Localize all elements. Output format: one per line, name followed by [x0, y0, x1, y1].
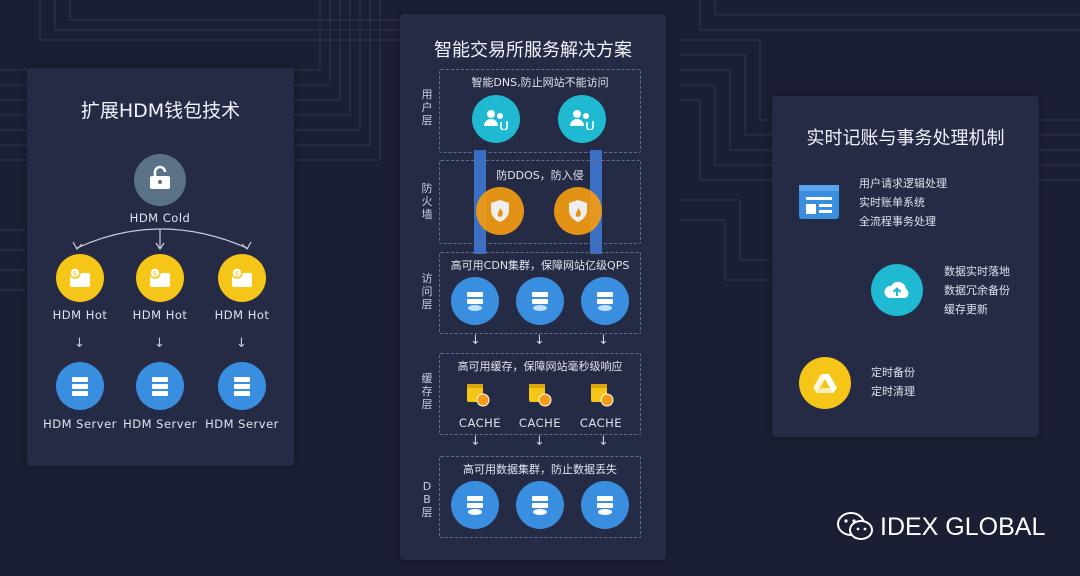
cache-icon — [529, 384, 552, 407]
layer-label-firewall: 防火墙 — [421, 182, 433, 221]
database-icon — [597, 496, 613, 515]
cdn-node-1 — [451, 277, 499, 325]
accounting-item: 实时账单系统 — [859, 196, 925, 209]
cdn-node-3 — [581, 277, 629, 325]
down-arrow: ↓ — [534, 333, 545, 348]
cdn-server-icon — [532, 292, 548, 311]
accounting-item: 数据实时落地 — [944, 265, 1010, 278]
firewall-node-1 — [476, 187, 524, 235]
cdn-node-2 — [516, 277, 564, 325]
server-icon — [234, 377, 250, 396]
down-arrow: ↓ — [598, 434, 609, 449]
svg-text:$: $ — [235, 270, 239, 278]
backup-node — [799, 357, 851, 409]
hdm-cold-label: HDM Cold — [129, 211, 191, 225]
cdn-server-icon — [597, 292, 613, 311]
users-icon — [570, 110, 594, 130]
wallet-lock-icon — [150, 165, 170, 189]
users-icon — [484, 110, 508, 130]
hdm-hot-label-2: HDM Hot — [132, 308, 188, 322]
accounting-item: 定时备份 — [871, 366, 915, 379]
shield-fire-icon — [569, 200, 587, 222]
db-layer-caption: 高可用数据集群，防止数据丢失 — [463, 463, 617, 476]
accounting-group-1: 用户请求逻辑处理 实时账单系统 全流程事务处理 — [859, 174, 947, 231]
user-node-1 — [472, 95, 520, 143]
down-arrow: ↓ — [470, 434, 481, 449]
hdm-hot-label-3: HDM Hot — [214, 308, 270, 322]
down-arrow: ↓ — [154, 336, 165, 351]
database-icon — [467, 496, 483, 515]
db-layer-box: 高可用数据集群，防止数据丢失 — [439, 456, 641, 538]
down-arrow: ↓ — [74, 336, 85, 351]
cache-layer-caption: 高可用缓存，保障网站毫秒级响应 — [457, 360, 623, 373]
hdm-panel-title: 扩展HDM钱包技术 — [80, 100, 241, 122]
database-icon — [532, 496, 548, 515]
down-arrow: ↓ — [598, 333, 609, 348]
firewall-node-2 — [554, 187, 602, 235]
cache-layer-box: 高可用缓存，保障网站毫秒级响应 CACHE CACHE CACHE — [439, 353, 641, 435]
cloud-upload-node — [871, 264, 923, 316]
user-node-2 — [558, 95, 606, 143]
svg-text:$: $ — [73, 270, 77, 278]
server-icon — [152, 377, 168, 396]
wechat-icon — [837, 512, 873, 540]
wallet-coin-icon: $ — [231, 267, 252, 287]
realtime-accounting-panel: 实时记账与事务处理机制 用户请求逻辑处理 实时账单系统 全流程事务处理 数据实时… — [772, 96, 1039, 437]
accounting-item: 定时清理 — [871, 385, 915, 398]
brand-name: IDEX GLOBAL — [880, 513, 1046, 541]
layer-label-access: 访问层 — [421, 272, 433, 311]
drive-icon — [813, 374, 837, 393]
bill-icon — [799, 185, 839, 219]
hdm-wallet-panel: 扩展HDM钱包技术 HDM Cold $ $ $ HDM Hot HDM Hot… — [27, 68, 294, 466]
wallet-coin-icon: $ — [149, 267, 170, 287]
cache-label-2: CACHE — [518, 416, 562, 430]
accounting-item: 缓存更新 — [944, 303, 988, 316]
cache-label-1: CACHE — [458, 416, 502, 430]
hdm-server-label-3: HDM Server — [205, 417, 279, 431]
accounting-group-3: 定时备份 定时清理 — [871, 363, 915, 401]
svg-text:$: $ — [153, 270, 157, 278]
firewall-layer-box: 防DDOS，防入侵 — [439, 160, 641, 244]
down-arrow: ↓ — [534, 434, 545, 449]
down-arrow: ↓ — [470, 333, 481, 348]
cache-icon — [591, 384, 614, 407]
hdm-server-label-1: HDM Server — [43, 417, 117, 431]
cache-icon — [467, 384, 490, 407]
cache-label-3: CACHE — [579, 416, 623, 430]
hdm-hot-node-2: $ — [136, 254, 184, 302]
hdm-server-node-1 — [56, 362, 104, 410]
solution-panel-title: 智能交易所服务解决方案 — [434, 40, 632, 61]
cdn-server-icon — [467, 292, 483, 311]
access-layer-box: 高可用CDN集群，保障网站亿级QPS — [439, 252, 641, 334]
hdm-server-node-2 — [136, 362, 184, 410]
access-layer-caption: 高可用CDN集群，保障网站亿级QPS — [450, 259, 630, 272]
shield-fire-icon — [491, 200, 509, 222]
hdm-server-label-2: HDM Server — [123, 417, 197, 431]
db-node-3 — [581, 481, 629, 529]
db-node-1 — [451, 481, 499, 529]
hdm-server-node-3 — [218, 362, 266, 410]
layer-label-cache: 缓存层 — [421, 372, 433, 411]
accounting-group-2: 数据实时落地 数据冗余备份 缓存更新 — [944, 262, 1010, 319]
server-icon — [72, 377, 88, 396]
hdm-cold-node — [134, 154, 186, 206]
user-layer-box: 智能DNS,防止网站不能访问 — [439, 69, 641, 153]
cloud-upload-icon — [884, 281, 909, 298]
hdm-hot-node-1: $ — [56, 254, 104, 302]
down-arrow: ↓ — [236, 336, 247, 351]
wallet-coin-icon: $ — [69, 267, 90, 287]
hdm-hot-label-1: HDM Hot — [52, 308, 108, 322]
layer-label-user: 用户层 — [421, 88, 433, 127]
hdm-hot-node-3: $ — [218, 254, 266, 302]
accounting-panel-title: 实时记账与事务处理机制 — [806, 128, 1005, 149]
accounting-item: 用户请求逻辑处理 — [859, 177, 947, 190]
db-node-2 — [516, 481, 564, 529]
user-layer-caption: 智能DNS,防止网站不能访问 — [471, 76, 609, 89]
firewall-layer-caption: 防DDOS，防入侵 — [496, 169, 584, 182]
accounting-item: 全流程事务处理 — [859, 215, 936, 228]
accounting-item: 数据冗余备份 — [944, 284, 1010, 297]
split-arrows — [72, 228, 252, 251]
